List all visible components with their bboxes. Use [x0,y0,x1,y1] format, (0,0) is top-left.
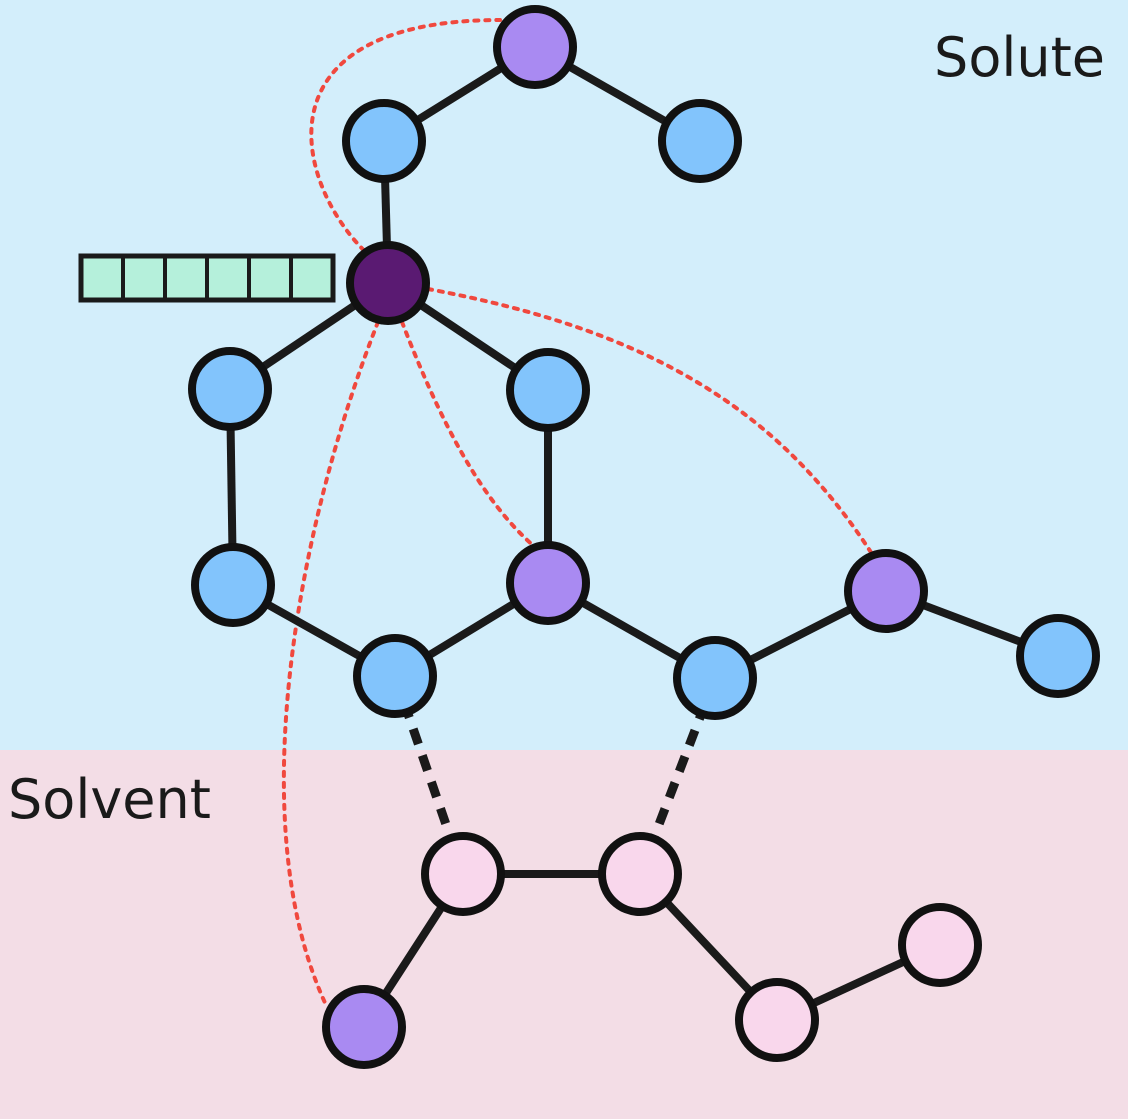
solute-node-n3 [658,99,742,183]
attention-edge-n4-n8 [400,320,538,550]
solute-node-n2 [342,99,426,183]
solute-node-n6 [506,348,590,432]
attention-edges [281,18,876,1007]
attention-edge-n4-n15 [281,320,380,1007]
solvent-node-n17 [898,903,982,987]
solute-node-n11 [353,634,437,718]
solute-label: Solute [934,26,1105,89]
attention-edge-n4-n9 [426,287,876,559]
solute-node-n5 [188,347,272,431]
solute-node-n7 [191,543,275,627]
highlight-node-n8 [506,541,590,625]
feature-vector [78,253,336,303]
solute-node-n10 [1016,614,1100,698]
attention-edge-n4-n1 [309,18,502,260]
highlight-node-n1 [493,5,577,89]
focus-node-n4 [346,241,430,325]
graph-nodes [188,5,1100,1069]
solvent-label: Solvent [8,768,211,831]
solute-node-n12 [673,636,757,720]
highlight-node-n15 [322,985,406,1069]
solvent-node-n16 [735,978,819,1062]
solvent-node-n14 [598,832,682,916]
solvent-node-n13 [421,832,505,916]
highlight-node-n9 [844,549,928,633]
